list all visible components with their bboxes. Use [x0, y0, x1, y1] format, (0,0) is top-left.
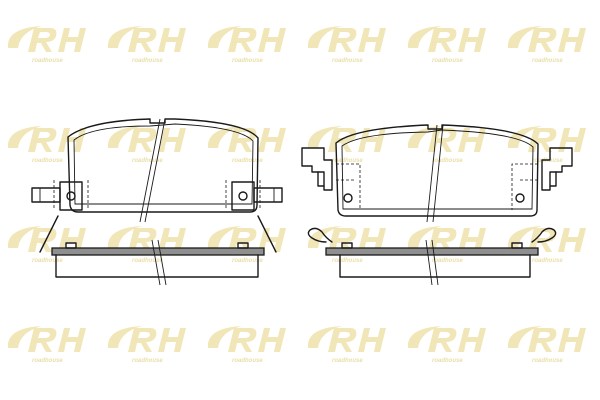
watermark-text: roadhouse — [432, 158, 463, 164]
right-pad-outline — [335, 124, 539, 217]
left-pad-left-tab — [31, 180, 89, 211]
left-pad-right-hole — [238, 191, 248, 201]
watermark-text: roadhouse — [232, 158, 263, 164]
watermark-logo: roadhouse — [507, 126, 586, 164]
watermark-logo: roadhouse — [407, 226, 486, 264]
watermark-logo: roadhouse — [7, 126, 86, 164]
right-pad-backing-plate — [325, 247, 539, 256]
watermark-text: roadhouse — [532, 58, 563, 64]
watermark-text: roadhouse — [32, 358, 63, 364]
watermark-text: roadhouse — [132, 158, 163, 164]
watermark-text: roadhouse — [32, 258, 63, 264]
watermark-logo: roadhouse — [207, 126, 286, 164]
right-pad-right-hole — [515, 193, 525, 203]
watermark-logo: roadhouse — [7, 326, 86, 364]
watermark-text: roadhouse — [532, 258, 563, 264]
watermark-text: roadhouse — [232, 258, 263, 264]
left-pad-break-mark — [139, 118, 166, 223]
watermark-logo: roadhouse — [7, 226, 86, 264]
right-pad-friction-material — [339, 254, 531, 278]
right-pad-front-view — [301, 124, 573, 223]
watermark-logo: roadhouse — [107, 26, 186, 64]
watermark-logo: roadhouse — [507, 226, 586, 264]
left-pad-right-tab — [225, 180, 283, 211]
watermark-text: roadhouse — [332, 358, 363, 364]
right-pad-left-bracket — [301, 147, 361, 210]
left-pad-left-hole — [66, 191, 76, 201]
right-pad-side-view — [307, 227, 557, 286]
watermark-logo: roadhouse — [307, 226, 386, 264]
right-pad-break-mark — [426, 124, 444, 223]
watermark-text: roadhouse — [432, 258, 463, 264]
left-pad-inner-outline — [73, 123, 254, 205]
watermark-logo: roadhouse — [107, 226, 186, 264]
left-pad-friction-material — [55, 254, 259, 278]
left-pad-side-view — [51, 239, 265, 286]
watermark-logo: roadhouse — [207, 26, 286, 64]
watermark-layer: roadhouse roadhouse roadhouse roadhouse road… — [7, 26, 586, 364]
watermark-logo: roadhouse — [407, 326, 486, 364]
watermark-text: roadhouse — [532, 358, 563, 364]
watermark-logo: roadhouse — [407, 26, 486, 64]
watermark-text: roadhouse — [332, 258, 363, 264]
watermark-logo: roadhouse — [507, 326, 586, 364]
watermark-logo: roadhouse — [307, 326, 386, 364]
left-pad-outline — [67, 118, 259, 213]
right-pad-left-hook — [307, 227, 333, 243]
watermark-text: roadhouse — [432, 58, 463, 64]
watermark-text: roadhouse — [432, 358, 463, 364]
watermark-text: roadhouse — [32, 158, 63, 164]
watermark-text: roadhouse — [332, 58, 363, 64]
left-pad-backing-plate — [51, 247, 265, 256]
watermark-logo: roadhouse — [207, 226, 286, 264]
watermark-logo: roadhouse — [107, 326, 186, 364]
watermark-logo: roadhouse — [307, 26, 386, 64]
watermark-logo: roadhouse — [307, 126, 386, 164]
right-pad-right-bracket — [511, 147, 573, 210]
watermark-logo: roadhouse — [107, 126, 186, 164]
watermark-logo: roadhouse — [407, 126, 486, 164]
watermark-text: roadhouse — [232, 58, 263, 64]
watermark-text: roadhouse — [132, 258, 163, 264]
right-pad-left-hole — [343, 193, 353, 203]
watermark-logo: roadhouse — [507, 26, 586, 64]
left-pad-left-spring — [39, 215, 59, 253]
watermark-text: roadhouse — [132, 58, 163, 64]
watermark-text: roadhouse — [532, 158, 563, 164]
watermark-text: roadhouse — [32, 58, 63, 64]
left-pad-front-view — [31, 118, 283, 253]
watermark-text: roadhouse — [132, 358, 163, 364]
right-pad-right-hook — [531, 227, 557, 243]
left-pad-right-spring — [257, 215, 277, 253]
watermark-logo: roadhouse — [207, 326, 286, 364]
watermark-text: roadhouse — [232, 358, 263, 364]
watermark-text: roadhouse — [332, 158, 363, 164]
watermark-logo: roadhouse — [7, 26, 86, 64]
